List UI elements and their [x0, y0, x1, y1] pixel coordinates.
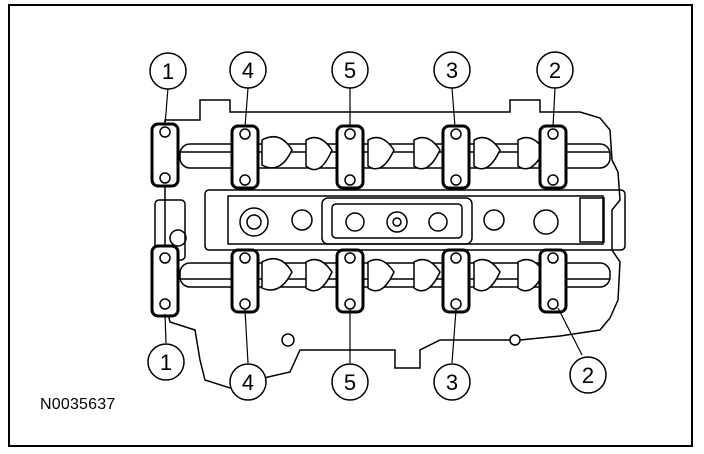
callout-bottom-2: 4 [229, 363, 267, 401]
callout-bottom-1: 1 [147, 343, 185, 381]
bearing-caps-upper [150, 122, 568, 190]
callout-top-2-label: 4 [242, 58, 254, 83]
leader-lines [164, 87, 583, 364]
bearing-cap-2-lower [538, 248, 568, 314]
callout-top-4-label: 3 [446, 58, 458, 83]
callout-top-3: 5 [331, 51, 369, 89]
callout-bottom-3: 5 [331, 363, 369, 401]
callout-bottom-5-label: 2 [582, 363, 594, 388]
callout-bottom-5: 2 [569, 356, 607, 394]
bearing-cap-3-upper [441, 124, 471, 190]
callout-top-1: 1 [149, 52, 187, 90]
callout-bottom-4-label: 3 [446, 370, 458, 395]
callout-bottom-3-label: 5 [344, 370, 356, 395]
callout-bottom-1-label: 1 [160, 350, 172, 375]
callout-top-5: 2 [536, 51, 574, 89]
callout-top-2: 4 [229, 51, 267, 89]
callout-top-3-label: 5 [344, 58, 356, 83]
callouts-bottom: 1 4 5 3 2 [147, 343, 607, 401]
cap-bolts [159, 126, 559, 347]
callouts-top: 1 4 5 3 2 [149, 51, 574, 90]
callout-bottom-4: 3 [433, 363, 471, 401]
callout-bottom-2-label: 4 [242, 370, 254, 395]
callout-top-4: 3 [433, 51, 471, 89]
figure-border [8, 4, 693, 447]
figure-id: N0035637 [40, 396, 116, 413]
callout-top-1-label: 1 [162, 59, 174, 84]
callout-top-5-label: 2 [549, 58, 561, 83]
camshaft-upper [179, 135, 611, 171]
